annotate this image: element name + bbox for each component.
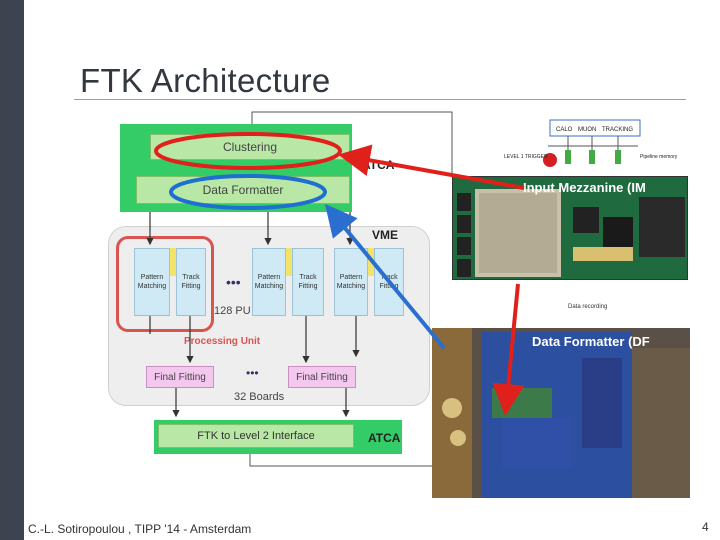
data-formatter-board-label: Data Formatter (DF	[532, 334, 650, 349]
trigger-label-tracking: TRACKING	[602, 127, 633, 133]
mezzanine-board-image	[453, 177, 687, 279]
pu-connector-strip	[286, 248, 292, 276]
connector-line	[251, 111, 453, 176]
track-fitting-box: Track Fitting	[292, 248, 324, 316]
data-recording-label: Data recording	[568, 304, 608, 310]
boards-label: 32 Boards	[234, 391, 285, 403]
processing-unit-label: Processing Unit	[184, 336, 261, 347]
processing-unit-highlight	[116, 236, 214, 332]
trigger-schematic: CALO MUON TRACKING LEVEL 1 TRIGGER Pipel…	[504, 119, 678, 167]
pattern-matching-box: Pattern Matching	[252, 248, 286, 316]
pu-ellipsis: •••	[226, 274, 241, 290]
red-arrow-to-board	[492, 283, 525, 416]
pattern-matching-box: Pattern Matching	[334, 248, 368, 316]
blue-arrow-to-data-formatter	[324, 203, 446, 350]
input-mezzanine-label: Input Mezzanine (IM	[523, 180, 646, 195]
pu-connector-strip	[170, 248, 176, 276]
ff-ellipsis: •••	[246, 366, 259, 380]
input-mezzanine-photo: Input Mezzanine (IM	[452, 176, 688, 280]
trigger-label-muon: MUON	[578, 127, 596, 133]
data-formatter-highlight-ellipse	[169, 174, 327, 210]
vme-label: VME	[372, 228, 399, 242]
trigger-label-calo: CALO	[556, 127, 573, 133]
ftk-to-level2-box: FTK to Level 2 Interface	[158, 424, 354, 448]
level1-trigger-label: LEVEL 1 TRIGGER	[504, 154, 548, 160]
page-number: 4	[702, 520, 709, 534]
clustering-highlight-ellipse	[154, 132, 342, 170]
title-underline	[74, 99, 686, 100]
connector-line	[249, 454, 432, 467]
slide-title: FTK Architecture	[80, 62, 331, 99]
slide-footer: C.-L. Sotiropoulou , TIPP '14 - Amsterda…	[28, 522, 252, 536]
final-fitting-box-right: Final Fitting	[288, 366, 356, 388]
pu-count-label: 128 PU	[214, 305, 251, 317]
atca-bottom-label: ATCA	[368, 431, 401, 445]
pipeline-memory-label: Pipeline memory	[640, 154, 678, 160]
left-accent-bar	[0, 0, 24, 540]
red-arrow-to-clustering	[338, 144, 525, 190]
pattern-matching-box: Pattern Matching	[134, 248, 170, 316]
track-fitting-box: Track Fitting	[176, 248, 206, 316]
final-fitting-box-left: Final Fitting	[146, 366, 214, 388]
